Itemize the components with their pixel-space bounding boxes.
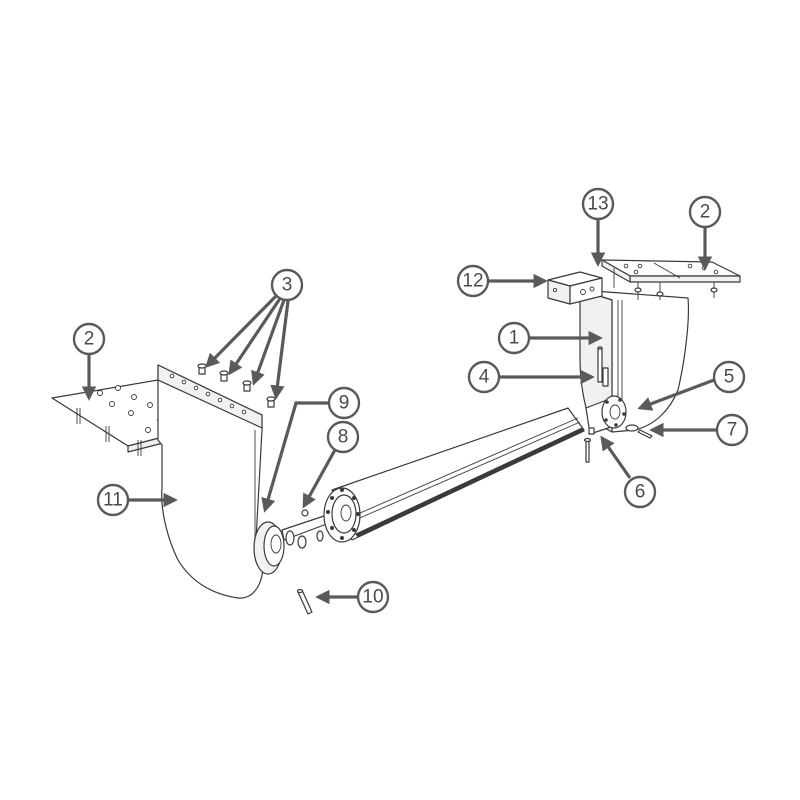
callout-2-left-label: 2 (84, 329, 95, 350)
motor-junction-box (547, 271, 603, 305)
callout-7: 7 (649, 413, 749, 447)
callout-11-label: 11 (103, 490, 123, 511)
roller-tube (323, 407, 585, 543)
callout-8: 8 (302, 420, 360, 509)
callout-13: 13 (581, 187, 615, 267)
right-side-bracket (579, 289, 689, 433)
drive-hub (585, 395, 627, 435)
callout-10: 10 (315, 580, 390, 614)
callout-12-label: 12 (462, 271, 483, 292)
callout-11: 11 (96, 483, 178, 517)
callout-1-label: 1 (509, 328, 520, 349)
callout-13-label: 13 (587, 194, 608, 215)
callout-9: 9 (261, 386, 361, 513)
callout-6: 6 (600, 435, 657, 509)
right-plate-studs (613, 268, 718, 300)
callout-4: 4 (467, 360, 595, 394)
callout-3: 3 (204, 268, 304, 400)
support-rod (597, 346, 609, 387)
callout-9-label: 9 (339, 393, 350, 414)
callout-8-label: 8 (338, 427, 349, 448)
callout-5: 5 (637, 360, 746, 411)
callout-4-label: 4 (479, 367, 490, 388)
callout-2-right: 2 (688, 195, 722, 271)
callout-12: 12 (456, 264, 548, 298)
pin (296, 588, 313, 615)
callout-7-label: 7 (727, 420, 738, 441)
callout-3-label: 3 (282, 275, 293, 296)
callout-5-label: 5 (724, 367, 735, 388)
roller-end-cap-left (323, 487, 361, 543)
callout-6-label: 6 (635, 482, 646, 503)
left-bearing-housing (253, 521, 285, 575)
bracket-top-holes (169, 373, 247, 415)
callout-2-left: 2 (72, 322, 106, 401)
left-side-bracket (157, 364, 264, 599)
small-pin-and-washer (625, 424, 653, 439)
callout-2-right-label: 2 (700, 202, 711, 223)
callout-10-label: 10 (362, 587, 383, 608)
callout-1: 1 (497, 321, 603, 355)
vertical-screw (583, 427, 595, 463)
